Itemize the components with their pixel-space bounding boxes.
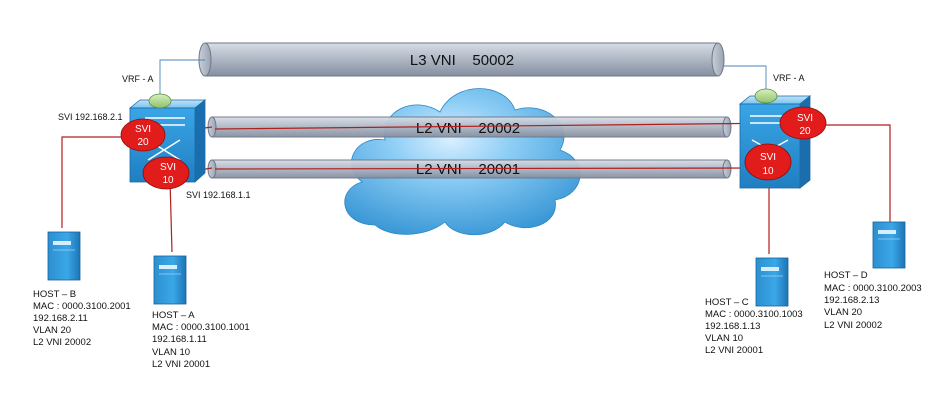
link-host-d <box>812 124 891 222</box>
svg-text:HOST – B: HOST – B <box>33 289 76 300</box>
svg-text:MAC : 0000.3100.2003: MAC : 0000.3100.2003 <box>824 283 922 294</box>
svg-text:MAC : 0000.3100.1001: MAC : 0000.3100.1001 <box>152 322 250 333</box>
left-svi20-ip-label: SVI 192.168.2.1 <box>58 112 123 122</box>
svg-text:192.168.1.13: 192.168.1.13 <box>705 321 760 332</box>
right-vrf-label: VRF - A <box>773 73 805 83</box>
svg-text:L2 VNI 20002: L2 VNI 20002 <box>824 320 882 331</box>
link-host-a <box>169 179 173 253</box>
svg-text:MAC : 0000.3100.2001: MAC : 0000.3100.2001 <box>33 301 131 312</box>
host-a-details: HOST – A MAC : 0000.3100.1001 192.168.1.… <box>152 310 250 370</box>
l3-vni-label: L3 VNI 50002 <box>410 52 514 69</box>
host-a-server-icon <box>153 255 187 305</box>
svg-text:HOST – D: HOST – D <box>824 270 868 281</box>
svg-text:VLAN 20: VLAN 20 <box>824 307 862 318</box>
right-svi-10: SVI 10 <box>744 143 792 181</box>
vrf-connectors <box>159 59 767 97</box>
l2-vni-top-label: L2 VNI 20002 <box>416 120 520 137</box>
svg-text:20: 20 <box>799 126 811 137</box>
right-svi-20: SVI 20 <box>779 106 827 140</box>
l2-vni-bottom-label: L2 VNI 20001 <box>416 161 520 178</box>
host-d-details: HOST – D MAC : 0000.3100.2003 192.168.2.… <box>824 270 922 331</box>
svg-text:10: 10 <box>162 175 174 186</box>
svg-text:192.168.2.13: 192.168.2.13 <box>824 295 879 306</box>
svg-text:192.168.1.11: 192.168.1.11 <box>152 334 207 345</box>
svg-text:VLAN 10: VLAN 10 <box>705 333 743 344</box>
svg-text:20: 20 <box>137 137 149 148</box>
left-svi-10: SVI 10 <box>142 156 190 190</box>
host-c-details: HOST – C MAC : 0000.3100.1003 192.168.1.… <box>705 297 803 356</box>
l3-vni-tunnel: L3 VNI 50002 <box>198 42 725 77</box>
host-d-server-icon <box>872 221 906 269</box>
svg-text:SVI: SVI <box>760 152 776 163</box>
svg-text:L2 VNI 20001: L2 VNI 20001 <box>152 359 210 370</box>
svg-text:SVI: SVI <box>160 162 176 173</box>
svg-text:10: 10 <box>762 166 774 177</box>
left-vrf-node <box>148 93 172 109</box>
svg-text:192.168.2.11: 192.168.2.11 <box>33 313 88 324</box>
host-b-server-icon <box>47 231 81 281</box>
svg-text:L2 VNI 20002: L2 VNI 20002 <box>33 337 91 348</box>
link-tube-right-svi20 <box>214 122 791 130</box>
svg-text:SVI: SVI <box>135 124 151 135</box>
left-svi10-ip-label: SVI 192.168.1.1 <box>186 190 251 200</box>
link-host-b <box>61 136 125 228</box>
l2-vni-20002-tunnel: L2 VNI 20002 <box>207 116 732 138</box>
svg-text:MAC : 0000.3100.1003: MAC : 0000.3100.1003 <box>705 309 803 320</box>
host-c-server-icon <box>755 257 789 307</box>
svg-text:HOST – A: HOST – A <box>152 310 195 321</box>
svg-text:HOST – C: HOST – C <box>705 297 749 308</box>
left-svi-20: SVI 20 <box>120 118 166 152</box>
left-vrf-label: VRF - A <box>122 74 154 84</box>
svg-text:VLAN 10: VLAN 10 <box>152 347 190 358</box>
link-tube-right-svi10 <box>214 167 761 170</box>
right-vrf-node <box>754 88 778 104</box>
svg-text:SVI: SVI <box>797 113 813 124</box>
svg-text:L2 VNI 20001: L2 VNI 20001 <box>705 345 763 356</box>
host-b-details: HOST – B MAC : 0000.3100.2001 192.168.2.… <box>33 289 131 348</box>
svg-text:VLAN 20: VLAN 20 <box>33 325 71 336</box>
